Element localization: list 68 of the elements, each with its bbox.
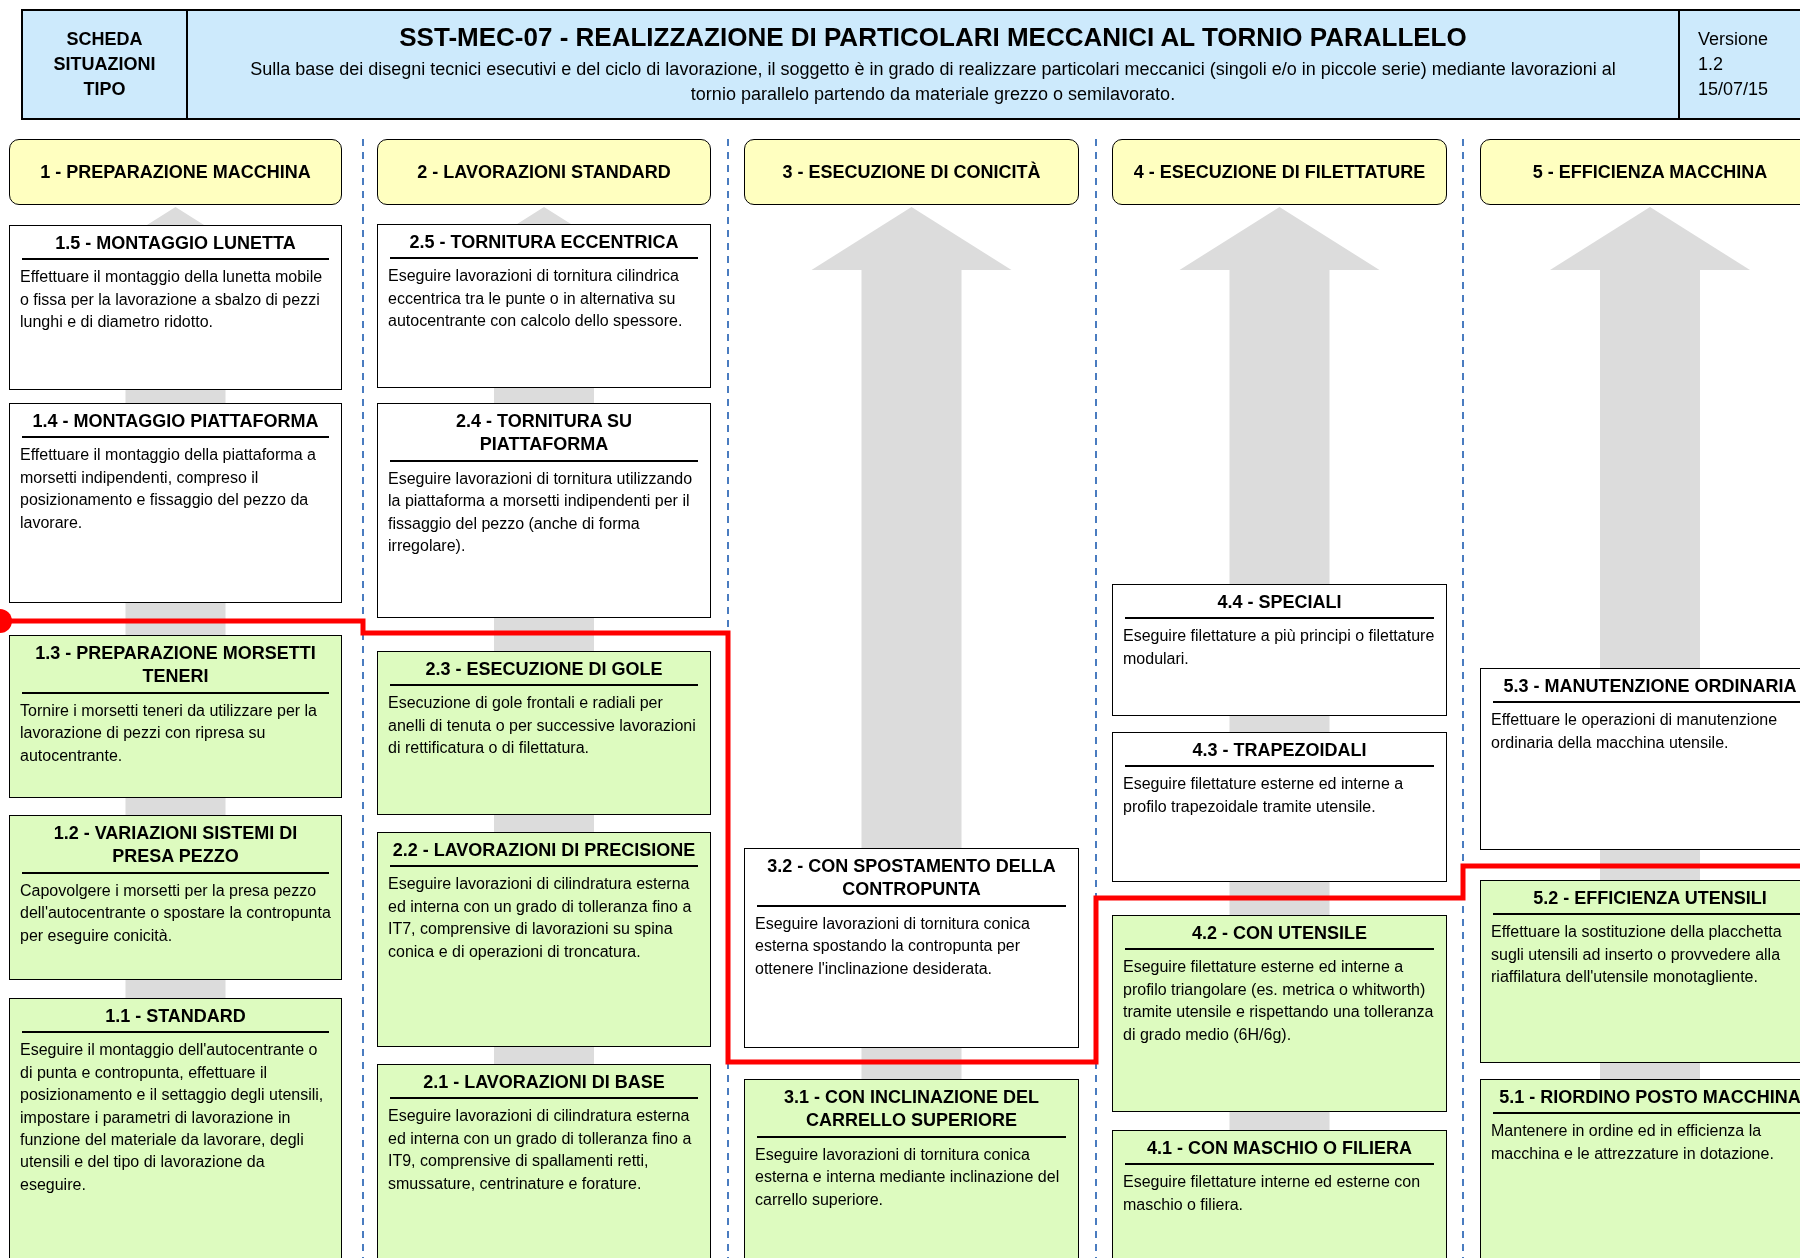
- task-card: [377, 224, 711, 388]
- version-label: Versione: [1698, 27, 1769, 51]
- card-description: Effettuare la sostituzione della placchetta sugli utensili ad inserto o provvedere alla riaffilatura dell'utensile monotagliente.: [1490, 922, 1783, 988]
- card-description: Eseguire il montaggio dell'autocentrante o di punta e contropunta, effettuare il posizionamento e il settaggio degli utensili, impostare i parametri di lavorazione in funzione del materiale da lavorare, degli utensili e del tipo di lavorazione da eseguire.: [19, 1040, 325, 1195]
- card-heading: 2.2 - LAVORAZIONI DI PRECISIONE: [390, 839, 698, 868]
- card-heading: 1.1 - STANDARD: [22, 1005, 329, 1034]
- version-number: 1.2: [1698, 52, 1724, 76]
- card-description: Eseguire lavorazioni di tornitura conica esterna e interna mediante inclinazione del carrello superiore.: [754, 1144, 1061, 1210]
- task-card: [1112, 1130, 1447, 1258]
- card-description: Eseguire filettature esterne ed interne a profilo trapezoidale tramite utensile.: [1122, 774, 1405, 817]
- card-heading: 5.1 - RIORDINO POSTO MACCHINA: [1493, 1086, 1800, 1115]
- card-heading: 5.3 - MANUTENZIONE ORDINARIA: [1493, 675, 1800, 704]
- card-description: Eseguire filettature a più principi o filettature modulari.: [1122, 626, 1436, 669]
- task-card: [1480, 880, 1800, 1063]
- card-description: Effettuare il montaggio della lunetta mobile o fissa per la lavorazione a sbalzo di pezzi lunghi e di diametro ridotto.: [19, 267, 324, 333]
- card-heading: 4.3 - TRAPEZOIDALI: [1125, 739, 1434, 768]
- column-header: 5 - EFFICIENZA MACCHINA: [1480, 139, 1800, 205]
- card-heading: 1.4 - MONTAGGIO PIATTAFORMA: [22, 410, 329, 439]
- card-description: Eseguire filettature esterne ed interne a profilo triangolare (es. metrica o whitworth) tramite utensile e rispettando una tolleranza di grado medio (6H/6g).: [1122, 957, 1435, 1045]
- task-card: [9, 998, 342, 1258]
- card-heading: 4.4 - SPECIALI: [1125, 591, 1434, 620]
- task-card: [377, 832, 711, 1047]
- card-heading: 3.2 - CON SPOSTAMENTO DELLA CONTROPUNTA: [757, 855, 1066, 907]
- card-description: Tornire i morsetti teneri da utilizzare per la lavorazione di pezzi con ripresa su autocentrante.: [19, 700, 318, 766]
- task-card: [9, 403, 342, 603]
- card-description: Eseguire lavorazioni di cilindratura esterna ed interna con un grado di tolleranza fino a IT7, comprensive di lavorazioni su spina conica e di operazioni di troncatura.: [387, 874, 693, 962]
- card-heading: 2.5 - TORNITURA ECCENTRICA: [390, 231, 698, 260]
- card-heading: 2.1 - LAVORAZIONI DI BASE: [390, 1071, 698, 1100]
- card-description: Mantenere in ordine ed in efficienza la macchina e le attrezzature in dotazione.: [1490, 1121, 1775, 1164]
- task-card: [1112, 732, 1447, 882]
- task-card: [377, 651, 711, 815]
- card-description: Capovolgere i morsetti per la presa pezzo dell'autocentrante o spostare la contropunta per eseguire conicità.: [19, 880, 332, 946]
- task-card: [744, 1079, 1079, 1258]
- column-header: 1 - PREPARAZIONE MACCHINA: [9, 139, 342, 205]
- task-card: [1112, 584, 1447, 716]
- column-header: 3 - ESECUZIONE DI CONICITÀ: [744, 139, 1079, 205]
- form-type-label: SCHEDA SITUAZIONI TIPO: [52, 27, 157, 102]
- task-card: [9, 815, 342, 980]
- column-header: 2 - LAVORAZIONI STANDARD: [377, 139, 711, 205]
- task-card: [377, 403, 711, 618]
- card-description: Eseguire lavorazioni di cilindratura esterna ed interna con un grado di tolleranza fino a IT9, comprensive di spallamenti retti, smussature, centrinature e forature.: [387, 1106, 693, 1194]
- card-description: Effettuare il montaggio della piattaforma a morsetti indipendenti, compreso il posizionamento e fissaggio del pezzo da lavorare.: [19, 445, 317, 533]
- card-description: Eseguire lavorazioni di tornitura cilindrica eccentrica tra le punte o in alternativa su autocentrante con calcolo dello spessore.: [387, 266, 684, 332]
- sheet-subtitle: Sulla base dei disegni tecnici esecutivi e del ciclo di lavorazione, il soggetto è in grado di realizzare particolari meccanici (singoli e/o in piccole serie) mediante lavorazioni al tornio parallelo partendo da materiale grezzo o semilavorato.: [249, 57, 1617, 106]
- task-card: [1480, 1079, 1800, 1258]
- card-heading: 1.3 - PREPARAZIONE MORSETTI TENERI: [22, 642, 329, 694]
- task-card: [744, 848, 1079, 1048]
- task-card: [1112, 915, 1447, 1112]
- card-description: Effettuare le operazioni di manutenzione ordinaria della macchina utensile.: [1490, 710, 1779, 753]
- task-card: [9, 635, 342, 798]
- task-card: [377, 1064, 711, 1258]
- card-description: Esecuzione di gole frontali e radiali per anelli di tenuta o per successive lavorazioni di rettificatura o di filettatura.: [387, 693, 697, 759]
- task-card: [9, 225, 342, 390]
- card-heading: 4.2 - CON UTENSILE: [1125, 922, 1434, 951]
- task-card: [1480, 668, 1800, 850]
- card-heading: 1.2 - VARIAZIONI SISTEMI DI PRESA PEZZO: [22, 822, 329, 874]
- version-date: 15/07/15: [1698, 78, 1769, 102]
- column-header: 4 - ESECUZIONE DI FILETTATURE: [1112, 139, 1447, 205]
- card-description: Eseguire filettature interne ed esterne con maschio o filiera.: [1122, 1172, 1422, 1215]
- card-description: Eseguire lavorazioni di tornitura conica esterna spostando la contropunta per ottenere l'inclinazione desiderata.: [754, 913, 1031, 979]
- card-heading: 2.3 - ESECUZIONE DI GOLE: [390, 658, 698, 687]
- card-description: Eseguire lavorazioni di tornitura utilizzando la piattaforma a morsetti indipendenti per il fissaggio del pezzo (anche di forma irregolare).: [387, 468, 694, 556]
- card-heading: 4.1 - CON MASCHIO O FILIERA: [1125, 1137, 1434, 1166]
- card-heading: 5.2 - EFFICIENZA UTENSILI: [1493, 887, 1800, 916]
- card-heading: 1.5 - MONTAGGIO LUNETTA: [22, 232, 329, 261]
- sheet-title: SST-MEC-07 - REALIZZAZIONE DI PARTICOLARI MECCANICI AL TORNIO PARALLELO: [399, 21, 1467, 53]
- card-heading: 3.1 - CON INCLINAZIONE DEL CARRELLO SUPERIORE: [757, 1086, 1066, 1138]
- card-heading: 2.4 - TORNITURA SU PIATTAFORMA: [390, 410, 698, 462]
